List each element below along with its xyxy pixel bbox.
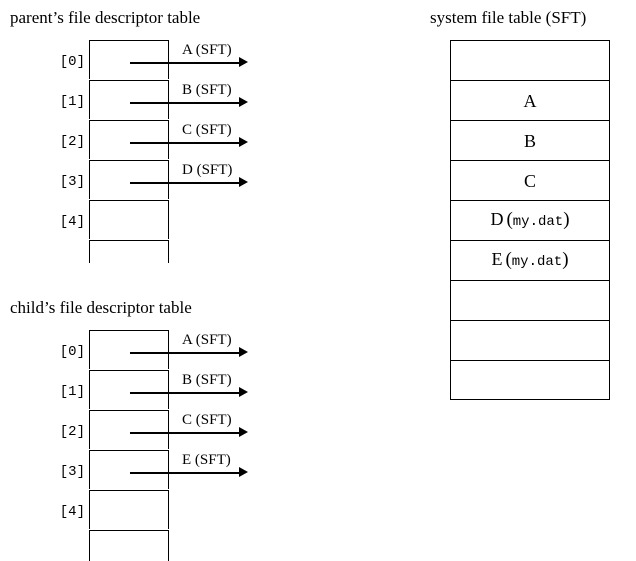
sft-entry-label: B: [523, 130, 536, 151]
fd-cell[interactable]: [1]: [60, 370, 169, 409]
fd-cell-truncated: [89, 240, 169, 263]
pointer-label: B (SFT): [182, 82, 232, 98]
sft-row[interactable]: C: [450, 160, 610, 200]
sft-row[interactable]: [450, 40, 610, 80]
system-file-table-title: system file table (SFT): [430, 8, 587, 27]
paren-open: (: [505, 249, 512, 270]
sft-file-name: my.dat: [512, 214, 564, 230]
paren-close: ): [562, 249, 569, 270]
pointer-label: D (SFT): [182, 162, 233, 178]
pointer-line: [130, 432, 242, 434]
sft-entry-label-with-file: E ( my.dat ): [491, 249, 568, 272]
fd-cell[interactable]: [3]: [60, 160, 169, 199]
paren-close: ): [563, 209, 570, 230]
fd-cell[interactable]: [1]: [60, 80, 169, 119]
child-pointer-2: C (SFT): [130, 412, 250, 440]
parent-pointer-1: B (SFT): [130, 82, 250, 110]
fd-cell[interactable]: [4]: [60, 200, 169, 239]
fd-index-label: [3]: [59, 174, 85, 190]
sft-row[interactable]: A: [450, 80, 610, 120]
fd-index-label: [3]: [59, 464, 85, 480]
sft-row[interactable]: [450, 280, 610, 320]
pointer-line: [130, 472, 242, 474]
arrowhead-icon: [239, 137, 248, 147]
arrowhead-icon: [239, 347, 248, 357]
fd-index-label: [4]: [59, 504, 85, 520]
pointer-line: [130, 62, 242, 64]
parent-pointer-2: C (SFT): [130, 122, 250, 150]
fd-index-label: [0]: [59, 54, 85, 70]
fd-cell[interactable]: [2]: [60, 120, 169, 159]
fd-cell[interactable]: [3]: [60, 450, 169, 489]
sft-row[interactable]: E ( my.dat ): [450, 240, 610, 280]
pointer-line: [130, 182, 242, 184]
sft-row[interactable]: [450, 360, 610, 400]
sft-row[interactable]: D ( my.dat ): [450, 200, 610, 240]
pointer-label: B (SFT): [182, 372, 232, 388]
child-pointer-1: B (SFT): [130, 372, 250, 400]
arrowhead-icon: [239, 467, 248, 477]
fd-cell[interactable]: [0]: [60, 330, 169, 369]
pointer-label: E (SFT): [182, 452, 231, 468]
arrowhead-icon: [239, 97, 248, 107]
parent-pointer-0: A (SFT): [130, 42, 250, 70]
sft-file-name: my.dat: [511, 254, 563, 270]
pointer-label: A (SFT): [182, 332, 232, 348]
pointer-label: A (SFT): [182, 42, 232, 58]
sft-entry-label-with-file: D ( my.dat ): [490, 209, 569, 232]
fd-index-label: [1]: [59, 94, 85, 110]
pointer-label: C (SFT): [182, 122, 232, 138]
sft-entry-letter: D: [490, 209, 504, 229]
paren-open: (: [506, 209, 513, 230]
pointer-line: [130, 102, 242, 104]
sft-entry-label: C: [523, 170, 536, 191]
fd-index-label: [1]: [59, 384, 85, 400]
fd-index-label: [0]: [59, 344, 85, 360]
fd-cell-truncated: [89, 530, 169, 561]
child-table-title: child’s file descriptor table: [10, 298, 192, 317]
arrowhead-icon: [239, 177, 248, 187]
child-pointer-0: A (SFT): [130, 332, 250, 360]
pointer-line: [130, 142, 242, 144]
fd-index-label: [4]: [59, 214, 85, 230]
sft-entry-label: A: [523, 90, 537, 111]
fd-cell[interactable]: [2]: [60, 410, 169, 449]
fd-index-label: [2]: [59, 134, 85, 150]
child-pointer-3: E (SFT): [130, 452, 250, 480]
arrowhead-icon: [239, 387, 248, 397]
fd-cell[interactable]: [4]: [60, 490, 169, 529]
pointer-line: [130, 392, 242, 394]
parent-table-title: parent’s file descriptor table: [10, 8, 201, 27]
pointer-line: [130, 352, 242, 354]
fd-index-label: [2]: [59, 424, 85, 440]
pointer-label: C (SFT): [182, 412, 232, 428]
sft-row[interactable]: B: [450, 120, 610, 160]
sft-row[interactable]: [450, 320, 610, 360]
parent-pointer-3: D (SFT): [130, 162, 250, 190]
fd-cell[interactable]: [0]: [60, 40, 169, 79]
arrowhead-icon: [239, 427, 248, 437]
arrowhead-icon: [239, 57, 248, 67]
sft-entry-letter: E: [491, 249, 503, 269]
